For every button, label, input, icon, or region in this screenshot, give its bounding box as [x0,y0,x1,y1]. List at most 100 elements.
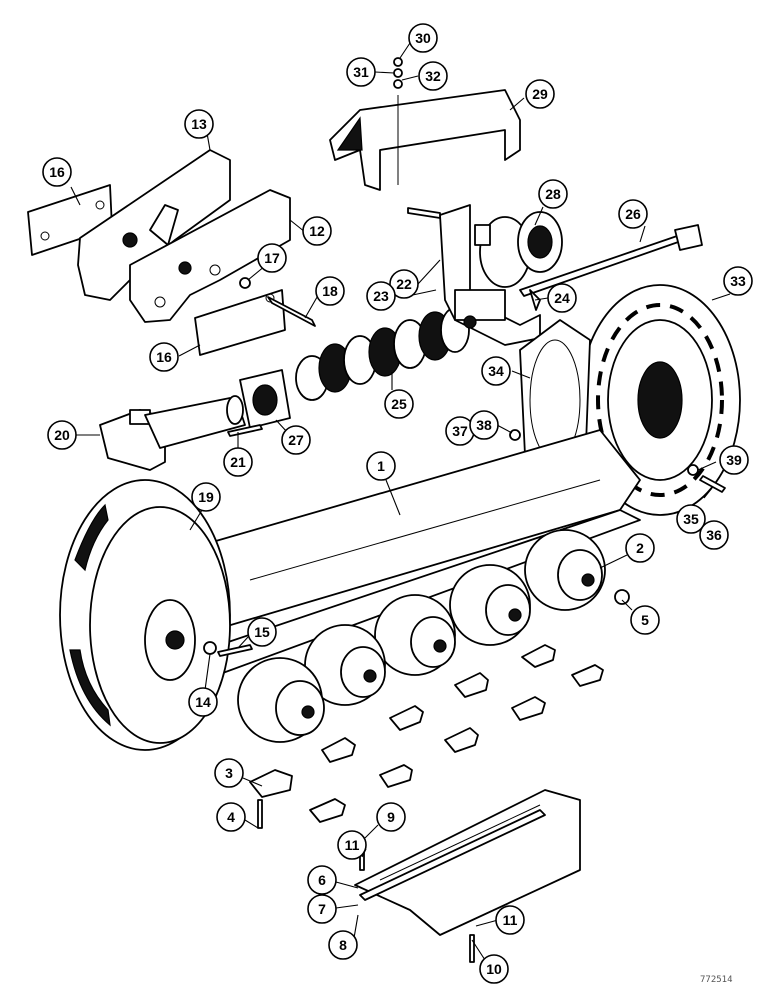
callout: 22 [389,269,419,299]
callout: 25 [384,389,414,419]
figure-reference-code: 772514 [700,975,733,985]
svg-text:32: 32 [425,68,441,84]
front-idler-part [59,479,231,751]
svg-text:10: 10 [486,961,502,977]
callout: 34 [481,356,511,386]
idler-washer-part [203,641,217,655]
svg-text:17: 17 [264,250,280,266]
yoke-part-lower [129,189,291,323]
flatwasher-part [393,79,403,89]
svg-text:16: 16 [156,349,172,365]
guide-plate-lower [194,289,286,356]
clamp-bolt-part [257,799,263,829]
svg-text:1: 1 [377,458,385,474]
callout: 21 [223,447,253,477]
callout: 12 [302,216,332,246]
svg-text:35: 35 [683,511,699,527]
callout: 16 [42,157,72,187]
roller-clamp-parts [249,644,604,823]
svg-text:13: 13 [191,116,207,132]
callout: 37 [445,416,475,446]
svg-text:2: 2 [636,540,644,556]
roller-washer-part [614,589,630,605]
cap-screw-part [407,207,441,219]
callout: 30 [408,23,438,53]
sprocket-bolt-part [699,475,726,493]
callout: 33 [723,266,753,296]
svg-text:11: 11 [503,912,518,928]
svg-text:9: 9 [387,809,395,825]
svg-text:30: 30 [415,30,431,46]
svg-text:19: 19 [198,489,214,505]
callout: 39 [719,445,749,475]
svg-text:5: 5 [641,612,649,628]
callout: 26 [618,199,648,229]
svg-text:33: 33 [730,273,746,289]
svg-text:22: 22 [396,276,412,292]
svg-text:16: 16 [49,164,65,180]
callout: 36 [699,520,729,550]
callout: 15 [247,617,277,647]
callout: 11 [337,830,367,860]
callout: 23 [366,281,396,311]
callout: 27 [281,425,311,455]
callout: 38 [469,410,499,440]
svg-text:25: 25 [391,396,407,412]
callout: 14 [188,687,218,717]
callout: 24 [547,283,577,313]
svg-text:15: 15 [254,624,270,640]
callout: 2 [625,533,655,563]
svg-text:4: 4 [227,809,235,825]
callout: 5 [630,605,660,635]
callout: 6 [307,865,337,895]
svg-text:8: 8 [339,937,347,953]
callout: 19 [191,482,221,512]
callout: 10 [479,954,509,984]
track-roller-part [449,564,531,646]
svg-text:24: 24 [554,290,570,306]
callout: 16 [149,342,179,372]
recoil-spring-part [295,307,470,401]
svg-text:26: 26 [625,206,641,222]
callout: 11 [495,905,525,935]
track-roller-part [524,529,606,611]
svg-text:36: 36 [706,527,722,543]
svg-text:20: 20 [54,427,70,443]
bolt-part [267,296,316,327]
hub-bolt-part [509,429,521,441]
svg-text:14: 14 [195,694,211,710]
track-adjuster-rod-part [519,224,703,297]
callout: 18 [315,276,345,306]
callout: 13 [184,109,214,139]
washer-part [239,277,251,289]
callout: 29 [525,79,555,109]
bottom-guard-part [354,789,581,936]
callout: 20 [47,420,77,450]
lockwasher-part [393,68,403,78]
recoil-cylinder-part [99,395,246,471]
idler-bracket-part [439,204,541,346]
grease-fitting-part [227,424,263,437]
callout: 17 [257,243,287,273]
guard-bolt-lower-part [469,934,475,963]
callout: 28 [538,179,568,209]
svg-text:38: 38 [476,417,492,433]
track-roller-part [304,624,386,706]
svg-text:11: 11 [345,837,360,853]
svg-text:3: 3 [225,765,233,781]
svg-text:31: 31 [353,64,369,80]
callout: 9 [376,802,406,832]
track-roller-part [237,657,325,743]
svg-text:37: 37 [452,423,468,439]
callout: 31 [346,57,376,87]
svg-text:18: 18 [322,283,338,299]
svg-text:7: 7 [318,901,326,917]
lock-washer-part [687,464,699,476]
svg-text:39: 39 [726,452,742,468]
track-shield-part [329,89,521,191]
nut-part [393,57,403,67]
svg-text:21: 21 [230,454,246,470]
callout: 32 [418,61,448,91]
callout: 35 [676,504,706,534]
